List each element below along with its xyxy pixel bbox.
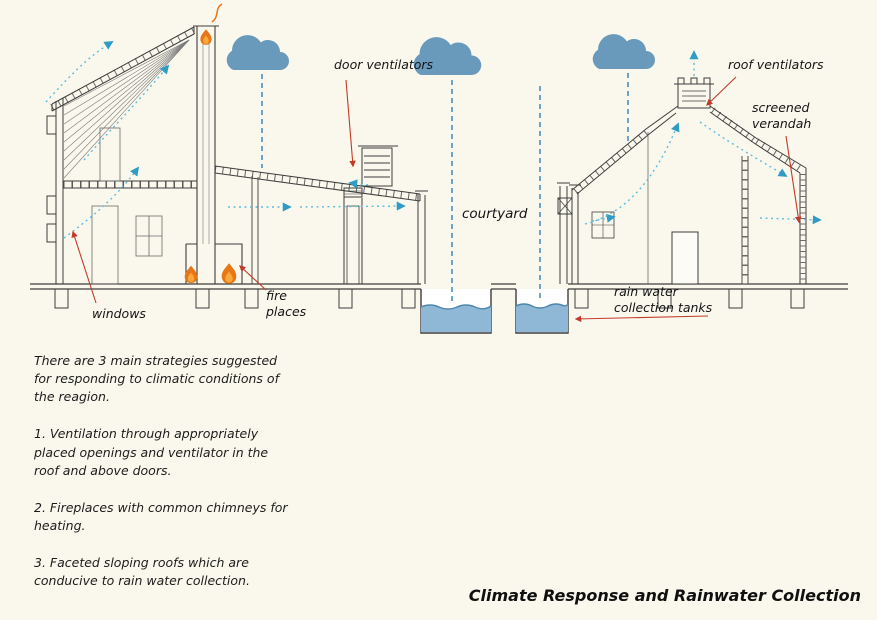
chimney-flame-icon <box>200 29 212 45</box>
water-tank <box>515 289 569 334</box>
notes-item-1: 1. Ventilation through appropriately pla… <box>34 426 269 478</box>
right-house-section <box>569 77 807 285</box>
cloud-icon <box>226 35 289 70</box>
water-tank <box>420 289 492 334</box>
verandah-post <box>741 156 749 284</box>
strategy-notes: There are 3 main strategies suggested fo… <box>34 352 296 609</box>
leader-rain-water-tanks <box>574 315 709 323</box>
annotation-leaders <box>71 76 802 323</box>
fireplace-flame-icon <box>184 265 198 284</box>
window-sill <box>46 223 57 243</box>
label-rain-water-tanks: rain water collection tanks <box>614 284 713 315</box>
fireplace-flame-icon <box>221 263 237 284</box>
label-roof-ventilators: roof ventilators <box>728 57 824 72</box>
label-fire-places: fire places <box>266 288 307 319</box>
foundation-piers <box>54 288 805 309</box>
interior-partitions <box>91 127 163 285</box>
rain-fall-lines <box>261 73 629 304</box>
leader-windows <box>71 230 97 304</box>
leader-fire-places <box>239 265 267 291</box>
notes-item-3: 3. Faceted sloping roofs which are condu… <box>34 555 250 589</box>
architectural-section-drawing <box>30 3 848 334</box>
leader-screened-verandah <box>785 135 802 224</box>
rafters <box>63 39 190 179</box>
label-screened-verandah: screened verandah <box>752 100 812 131</box>
left-house-section <box>46 26 197 285</box>
sloped-roof <box>51 26 195 112</box>
middle-section <box>214 145 421 285</box>
cloud-icon <box>592 34 655 69</box>
floor-slab <box>63 180 197 189</box>
notes-intro: There are 3 main strategies suggested fo… <box>34 353 279 405</box>
roof-louver-ventilator <box>358 145 398 187</box>
rain-clouds <box>226 34 655 75</box>
label-door-ventilators: door ventilators <box>334 57 434 72</box>
label-windows: windows <box>92 306 146 321</box>
window-sill <box>46 195 57 215</box>
roof-ventilator-tower <box>674 77 714 109</box>
door-with-vent <box>343 187 363 285</box>
courtyard-walls <box>415 182 573 284</box>
leader-roof-ventilators <box>706 76 737 106</box>
leader-door-ventilators <box>345 79 356 168</box>
notes-item-2: 2. Fireplaces with common chimneys for h… <box>34 499 288 533</box>
ground-line <box>30 283 848 309</box>
window-sill <box>46 115 57 135</box>
page-title: Climate Response and Rainwater Collectio… <box>468 586 861 605</box>
rain-water-tanks <box>420 289 569 334</box>
label-courtyard: courtyard <box>462 206 528 222</box>
interior-door <box>671 231 699 285</box>
smoke-swirl-icon <box>211 3 223 23</box>
